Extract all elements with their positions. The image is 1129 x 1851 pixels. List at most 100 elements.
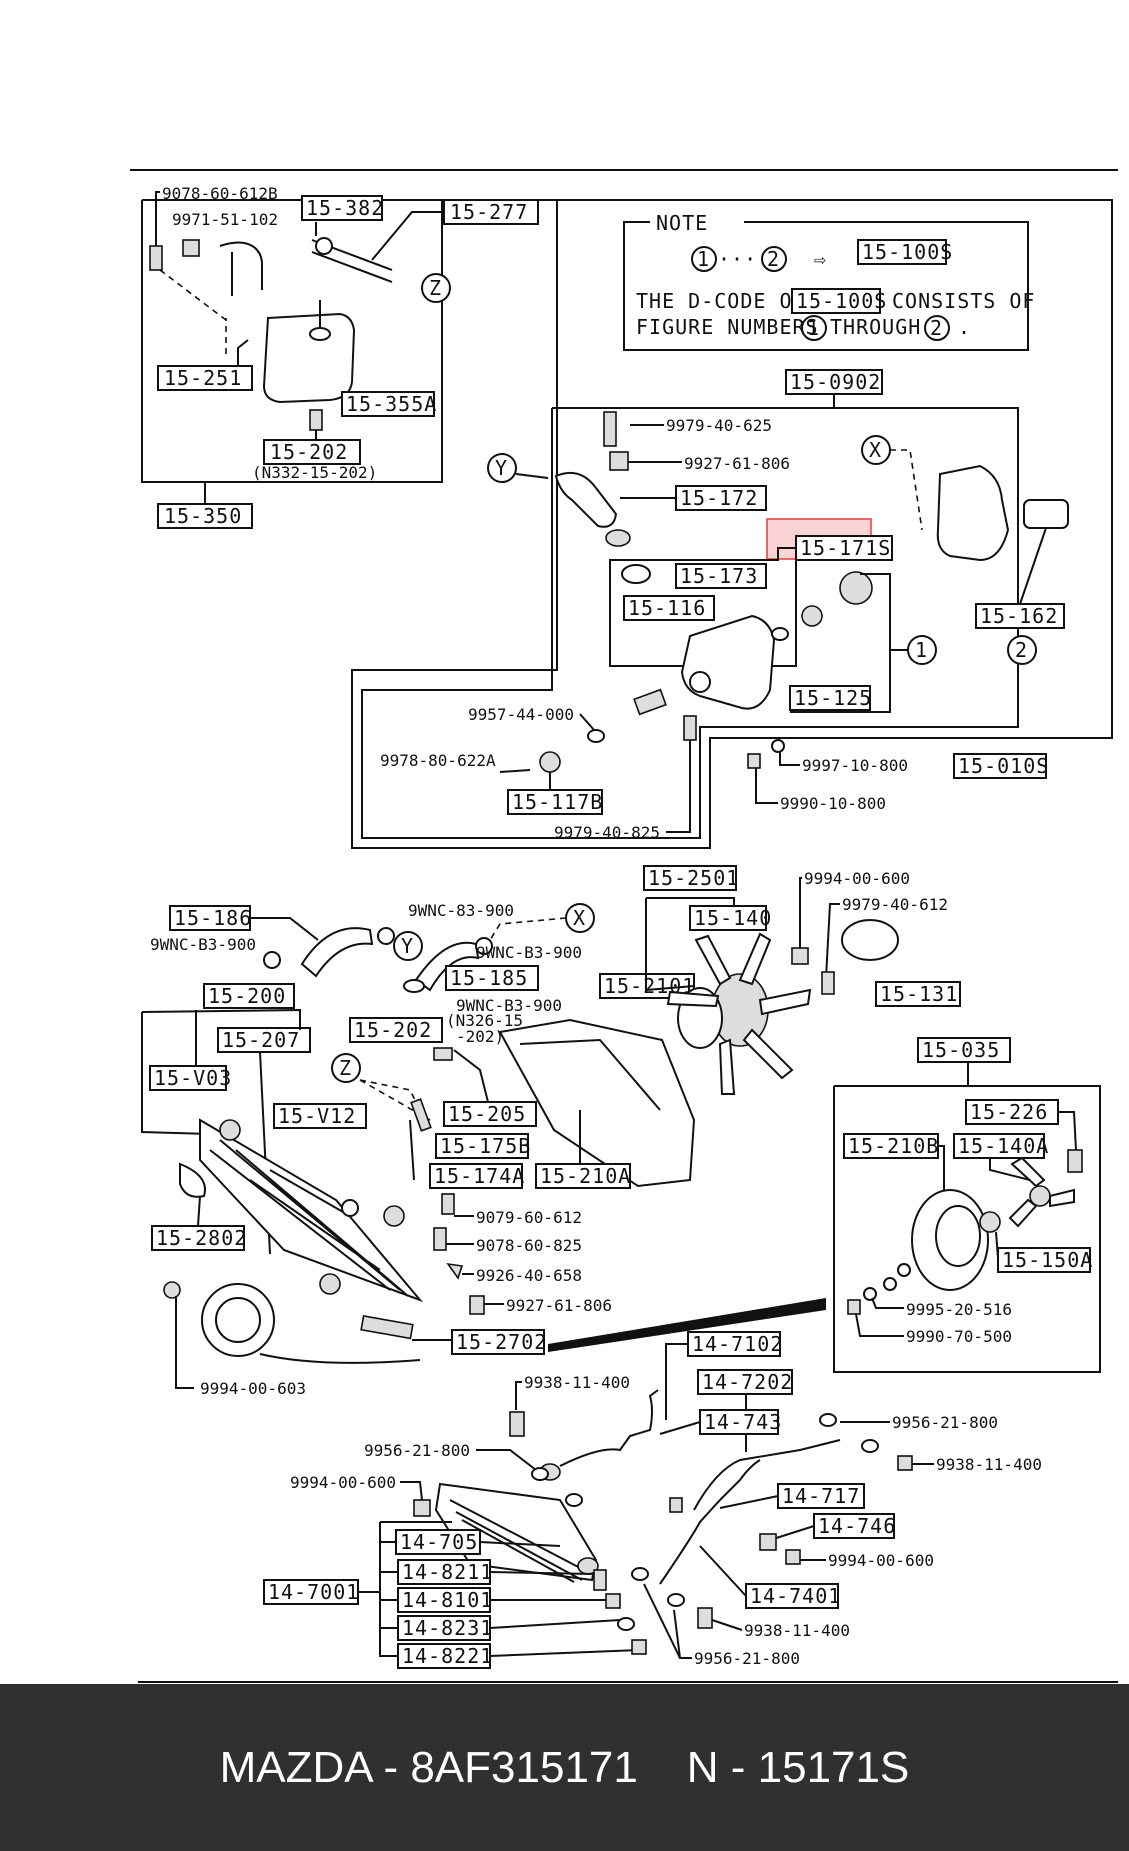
svg-text:X: X: [869, 438, 882, 462]
num-9979-40-825: 9979-40-825: [554, 823, 660, 842]
svg-text:Y: Y: [495, 456, 508, 480]
label-14-7102: 14-7102: [692, 1332, 783, 1356]
label-15-140a: 15-140A: [958, 1134, 1049, 1158]
label-15-202b-sub2: -202): [456, 1027, 504, 1046]
num-9938-11-400-a: 9938-11-400: [524, 1373, 630, 1392]
num-9078-60-825: 9078-60-825: [476, 1236, 582, 1255]
num-9978-80-622a: 9978-80-622A: [380, 751, 496, 770]
fan-section: 15-2501 15-140 15-2101 9994-00-600 9979-…: [150, 865, 961, 1189]
svg-text:X: X: [573, 906, 586, 930]
nut-icon: [539, 751, 561, 773]
num-9997-10-800: 9997-10-800: [802, 756, 908, 775]
label-15-117b: 15-117B: [512, 790, 603, 814]
clip-icon: [759, 1533, 777, 1551]
note-line2-c: .: [958, 315, 971, 339]
bolt-icon: [149, 245, 163, 271]
label-15-2702: 15-2702: [456, 1330, 547, 1354]
label-15-116: 15-116: [628, 596, 706, 620]
bolt-icon: [433, 1227, 447, 1251]
lower-hose: [414, 941, 480, 992]
label-14-7202: 14-7202: [702, 1370, 793, 1394]
o-ring-icon: [771, 627, 789, 641]
seal-strip-icon: [360, 1315, 414, 1340]
note-circle-1: 1: [697, 247, 710, 271]
upper-hose: [300, 927, 374, 978]
label-14-746: 14-746: [818, 1514, 896, 1538]
label-14-7001: 14-7001: [268, 1580, 359, 1604]
num-9wnc-83-900-a: 9WNC-83-900: [408, 901, 514, 920]
num-9938-11-400-c: 9938-11-400: [744, 1621, 850, 1640]
label-15-202b-sub1: (N326-15: [446, 1011, 523, 1030]
oil-cooler-section: 14-7102 14-7202 14-743 9938-11-400 9956-…: [263, 1331, 1042, 1669]
label-14-8211: 14-8211: [402, 1560, 493, 1584]
nut-icon: [791, 947, 809, 965]
water-pump-section: 15-0902 9979-40-625 9927-61-806 Y 15-172…: [380, 369, 1069, 842]
note-ref: 15-100S: [862, 240, 953, 264]
label-14-7401: 14-7401: [750, 1584, 841, 1608]
marker-y-hose: [393, 931, 423, 961]
num-9979-40-612: 9979-40-612: [842, 895, 948, 914]
hose-clamp-icon: [377, 927, 395, 945]
label-15-0902: 15-0902: [790, 370, 881, 394]
svg-text:Y: Y: [401, 934, 414, 958]
pump-pulley-hub-icon: [839, 571, 873, 605]
nut-icon: [631, 1639, 647, 1655]
label-14-8101: 14-8101: [402, 1588, 493, 1612]
num-9994-00-600-b: 9994-00-600: [290, 1473, 396, 1492]
num-9995-20-516: 9995-20-516: [906, 1300, 1012, 1319]
label-15-350: 15-350: [164, 504, 242, 528]
bolt-icon: [897, 1455, 913, 1471]
num-9926-40-658: 9926-40-658: [476, 1266, 582, 1285]
label-15-172: 15-172: [680, 486, 758, 510]
num-9wnc-b3-900-b: 9WNC-B3-900: [476, 943, 582, 962]
coolant-reservoir-tank: [262, 312, 356, 404]
water-pump-frame: [351, 199, 1113, 849]
label-15-2501: 15-2501: [648, 866, 739, 890]
gasket-icon: [1023, 499, 1069, 529]
label-15-186: 15-186: [174, 906, 252, 930]
label-15-200: 15-200: [208, 984, 286, 1008]
marker-circle-1: [907, 635, 937, 665]
thermostat-icon: [605, 529, 631, 547]
label-15-202b: 15-202: [354, 1018, 432, 1042]
num-9938-11-400-b: 9938-11-400: [936, 1455, 1042, 1474]
bolt-icon: [697, 1607, 713, 1629]
nut-icon: [847, 1299, 861, 1315]
num-9956-21-800-b: 9956-21-800: [892, 1413, 998, 1432]
part-number-caption: MAZDA - 8AF315171 N - 15171S: [219, 1742, 910, 1792]
label-15-162: 15-162: [980, 604, 1058, 628]
aux-fan-section: 15-035 15-226 15-210B 15-140A 15-150A 99…: [833, 1037, 1101, 1373]
hose-clamp-icon: [403, 979, 425, 993]
num-9990-70-500: 9990-70-500: [906, 1327, 1012, 1346]
hose-clamp-icon: [263, 951, 281, 969]
clip-icon: [182, 239, 200, 257]
label-15-355a: 15-355A: [346, 392, 437, 416]
leader-line: [548, 1298, 826, 1352]
radiator-section: 15-200 15-207 15-202 15-V03 15-V12 Z 15-…: [141, 983, 826, 1398]
note-arrow: ⇨: [814, 247, 827, 271]
cooling-fan: [666, 932, 812, 1095]
num-9994-00-600-c: 9994-00-600: [828, 1551, 934, 1570]
label-15-207: 15-207: [222, 1028, 300, 1052]
gasket-icon: [621, 564, 651, 584]
num-9979-40-625: 9979-40-625: [666, 416, 772, 435]
water-pump-inner-frame: [361, 407, 1019, 839]
label-15-277: 15-277: [450, 200, 528, 224]
clip-icon: [669, 1497, 683, 1513]
svg-text:2: 2: [1015, 638, 1028, 662]
label-15-131: 15-131: [880, 982, 958, 1006]
num-9990-10-800: 9990-10-800: [780, 794, 886, 813]
motor-icon: [979, 1211, 1001, 1233]
fan-shroud: [498, 1018, 696, 1188]
label-15-210a: 15-210A: [540, 1164, 631, 1188]
bolt-icon: [683, 715, 697, 741]
nut-icon: [785, 1549, 801, 1565]
cap-icon: [433, 1047, 453, 1061]
aux-fan-blades: [1008, 1156, 1075, 1228]
label-15-251: 15-251: [164, 366, 242, 390]
bolt-icon: [1067, 1149, 1083, 1173]
label-15-010s: 15-010S: [958, 754, 1049, 778]
overflow-hose: [219, 239, 393, 296]
label-15-171s: 15-171S: [800, 536, 891, 560]
water-outlet-housing: [936, 464, 1010, 562]
